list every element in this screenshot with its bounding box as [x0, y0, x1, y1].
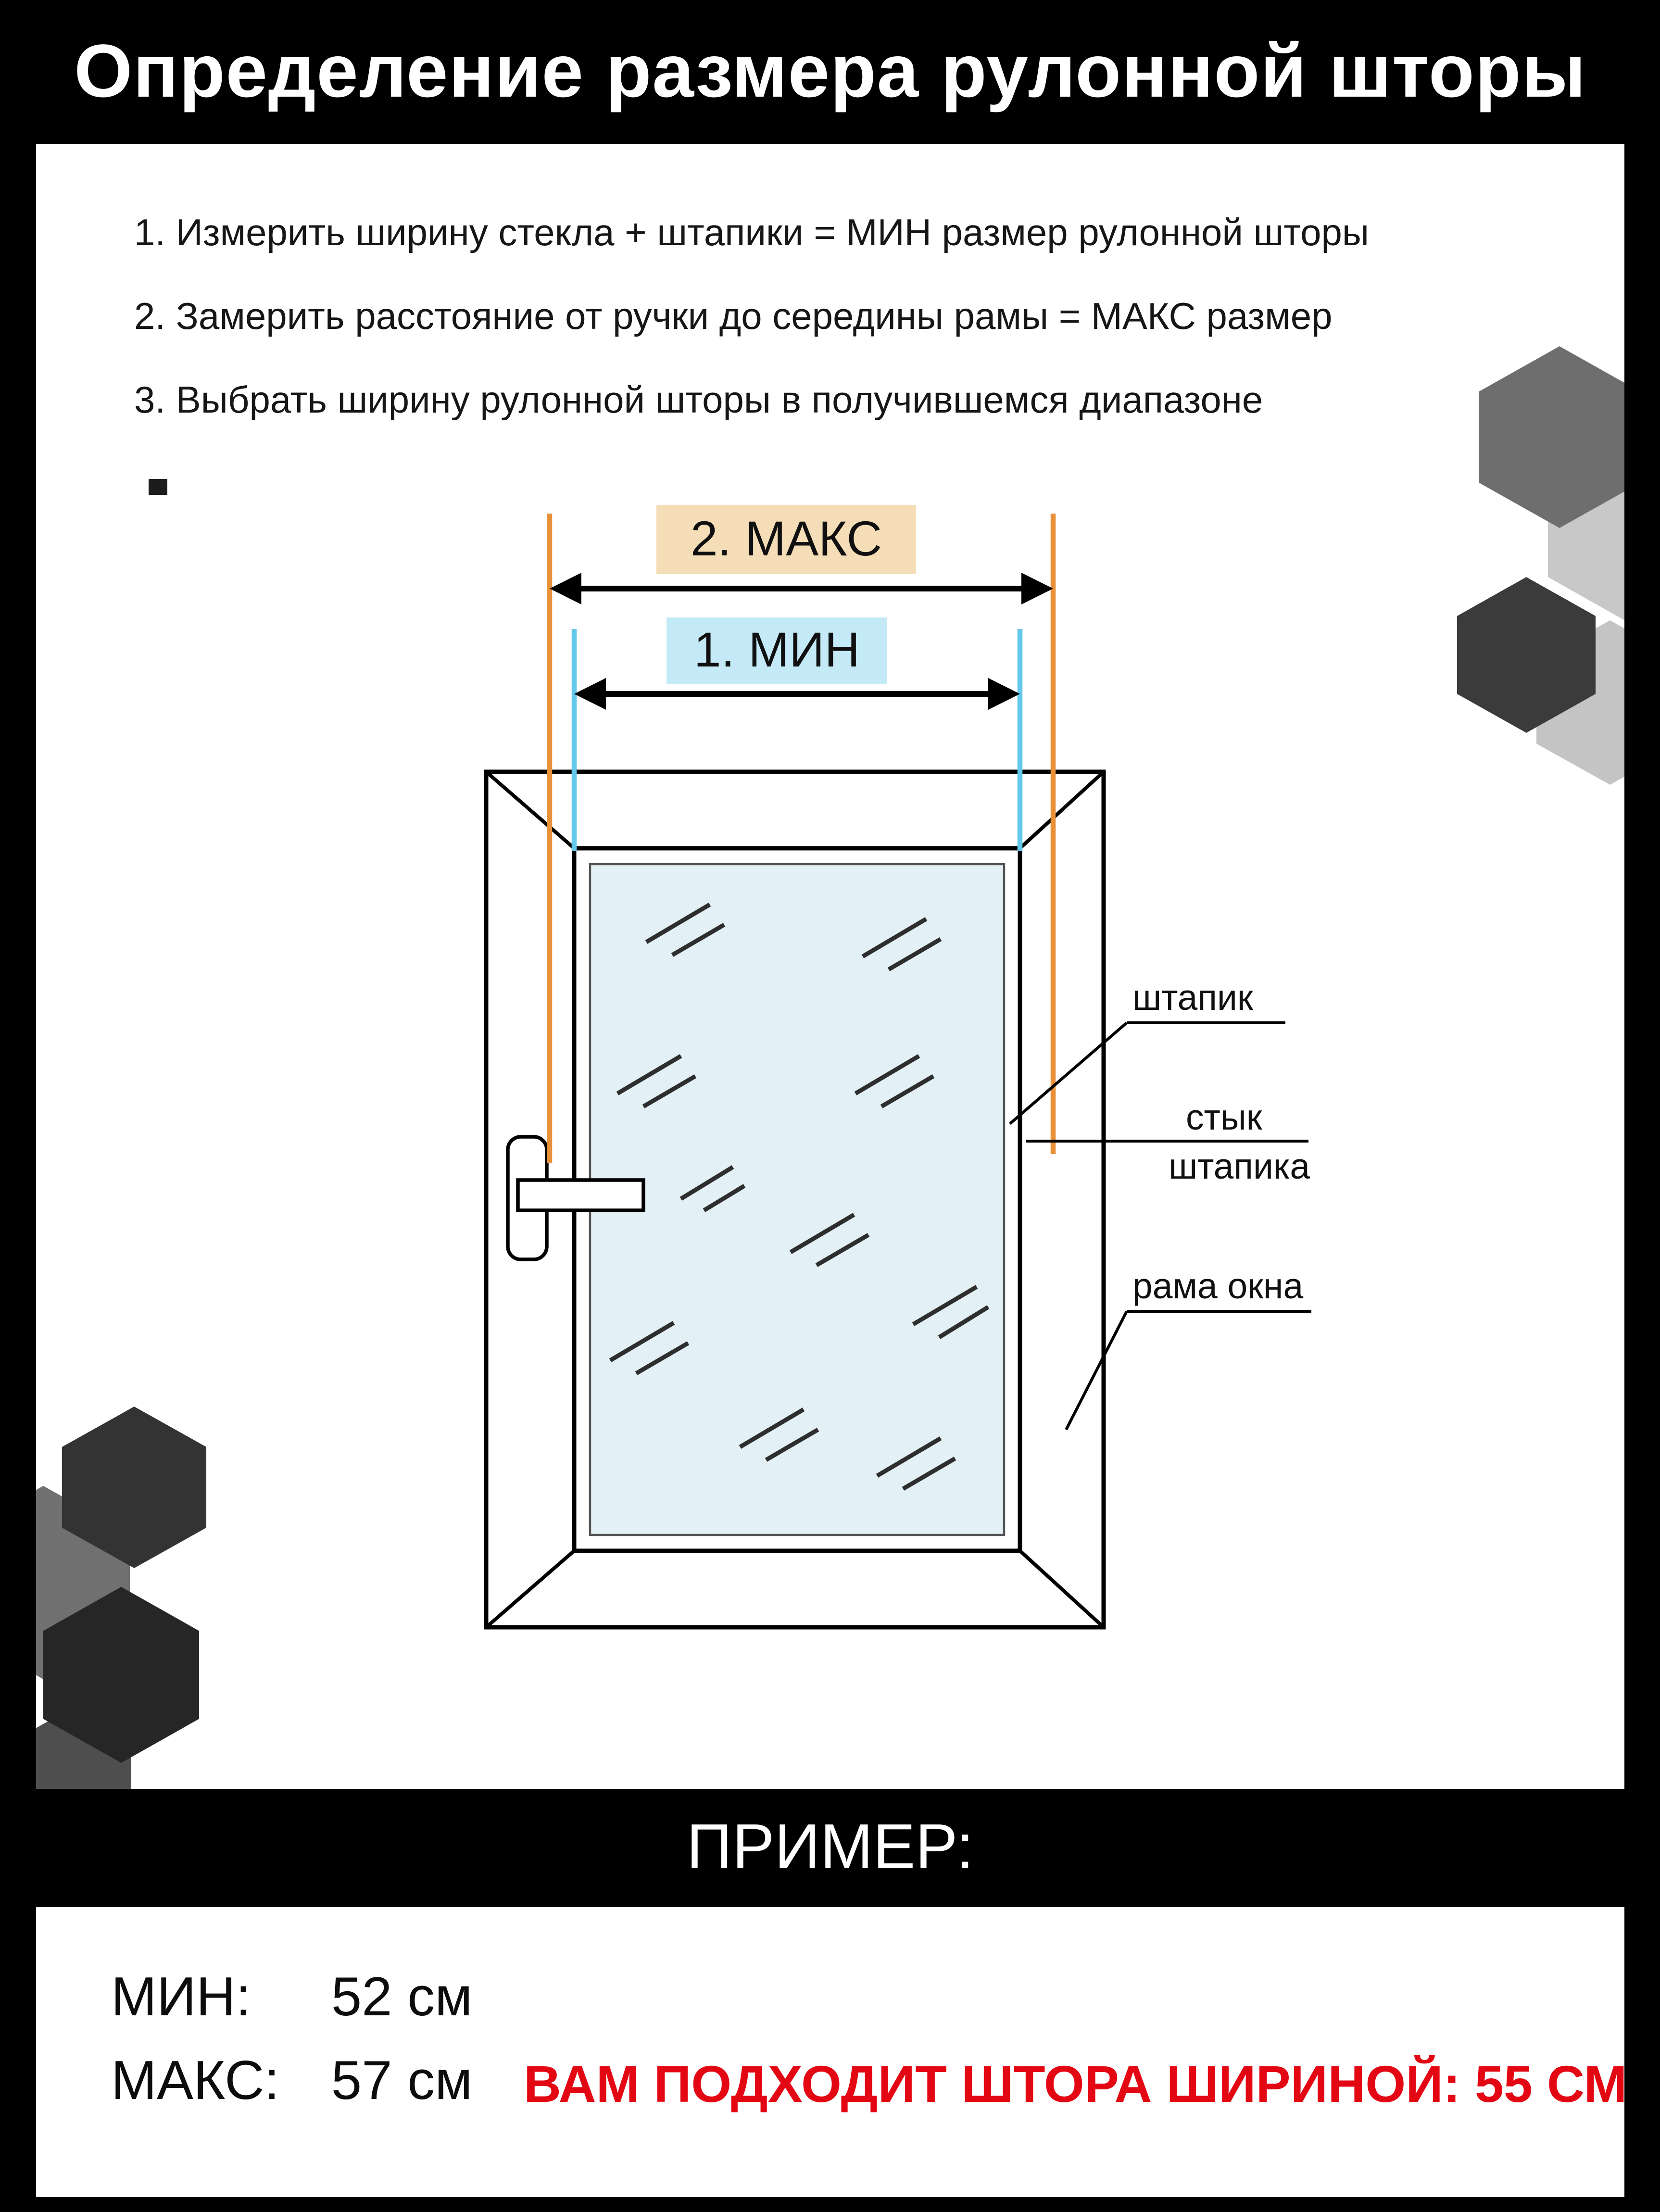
hexagon-decoration: [1457, 577, 1596, 733]
min-value-row: МИН: 52 см: [111, 1968, 473, 2030]
min-dimension-label: 1. МИН: [667, 617, 887, 684]
max-arrow: [550, 573, 1053, 604]
instruction-list: 1. Измерить ширину стекла + штапики = МИ…: [134, 211, 1369, 462]
min-value-label: МИН:: [111, 1968, 251, 2028]
bead-joint-annotation-line1: стык: [1186, 1098, 1262, 1138]
max-dimension-label: 2. МАКС: [656, 505, 916, 574]
min-arrow: [574, 678, 1020, 710]
glass-reflection-hatches: [609, 903, 990, 1491]
max-value-row: МАКС: 57 см: [111, 2051, 473, 2113]
max-value: 57 см: [331, 2051, 473, 2112]
bead-joint-annotation-line2: штапика: [1169, 1147, 1310, 1187]
max-value-label: МАКС:: [111, 2051, 280, 2112]
window-diagram: [484, 514, 1311, 1630]
example-band: ПРИМЕР:: [0, 1789, 1660, 1907]
instruction-1: 1. Измерить ширину стекла + штапики = МИ…: [134, 211, 1369, 254]
window-handle: [506, 1135, 645, 1261]
example-panel: МИН: 52 см МАКС: 57 см ВАМ ПОДХОДИТ ШТОР…: [36, 1907, 1627, 2197]
instruction-3: 3. Выбрать ширину рулонной шторы в получ…: [134, 378, 1263, 421]
main-panel: 1. Измерить ширину стекла + штапики = МИ…: [36, 144, 1624, 1789]
page-title: Определение размера рулонной шторы: [74, 30, 1587, 114]
example-band-title: ПРИМЕР:: [686, 1812, 974, 1883]
min-value: 52 см: [331, 1968, 473, 2028]
instruction-2: 2. Замерить расстояние от ручки до серед…: [134, 294, 1333, 338]
annotation-leader-lines: [1009, 1021, 1311, 1431]
recommended-width-text: ВАМ ПОДХОДИТ ШТОРА ШИРИНОЙ: 55 СМ: [524, 2054, 1627, 2113]
window-glass: [589, 863, 1006, 1536]
example-values: МИН: 52 см МАКС: 57 см: [111, 1968, 473, 2135]
header-band: Определение размера рулонной шторы: [0, 0, 1660, 144]
small-mark-decoration: [149, 479, 167, 495]
bead-annotation: штапик: [1132, 978, 1253, 1018]
frame-annotation: рама окна: [1132, 1267, 1304, 1307]
